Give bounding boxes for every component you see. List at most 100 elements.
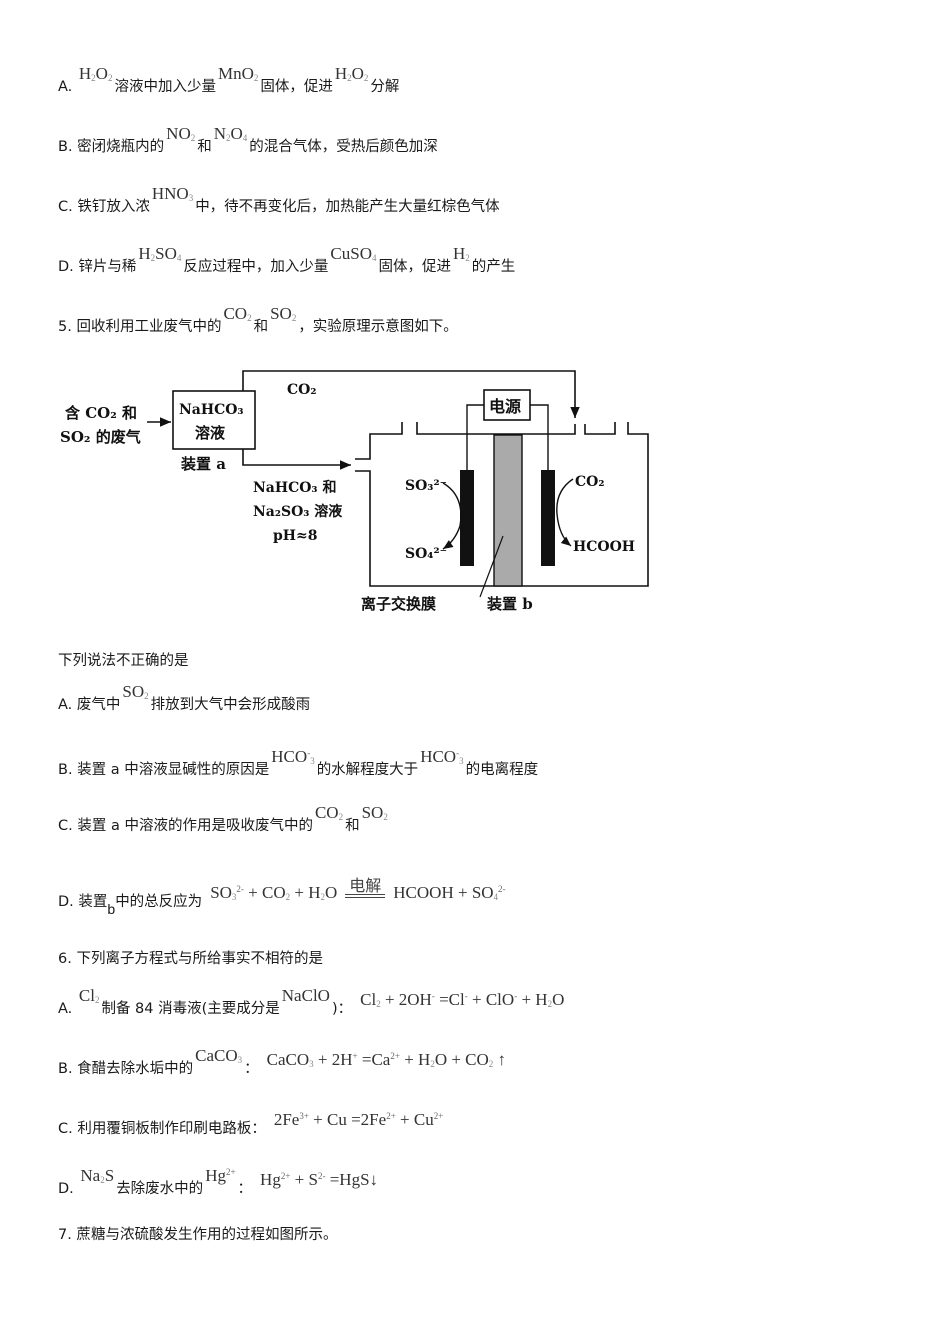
- text-segment: 固体，促进: [260, 79, 333, 95]
- ion-exchange-membrane: [493, 434, 523, 587]
- power-source-box: [483, 389, 531, 421]
- chemical-formula: CaCO3: [195, 1046, 243, 1065]
- chemical-formula: H2: [452, 244, 470, 263]
- text-segment: 装置: [78, 894, 108, 910]
- solution-label-2: Na₂SO₃ 溶液: [253, 503, 343, 520]
- text-segment: 溶液中加入少量: [114, 79, 216, 95]
- option-label: D.: [58, 894, 79, 910]
- option-label: 5.: [58, 319, 77, 335]
- text-segment: 废气中: [76, 697, 121, 713]
- q6-option-b: B. 食醋去除水垢中的CaCO3：CaCO3 + 2H+ =Ca2+ + H2O…: [58, 1046, 506, 1082]
- membrane-label: 离子交换膜: [361, 595, 436, 613]
- option-label: B.: [58, 1061, 78, 1077]
- text-segment: 装置 a 中溶液的作用是吸收废气中的: [77, 818, 313, 834]
- text-segment: 反应过程中，加入少量: [183, 259, 329, 275]
- text-segment: 分解: [370, 79, 400, 95]
- option-label: 7.: [58, 1227, 77, 1243]
- text-segment: 去除废水中的: [116, 1181, 204, 1197]
- q5-question-line: 下列说法不正确的是: [58, 650, 189, 671]
- text-segment: 和: [253, 319, 269, 335]
- device-letter: b: [107, 901, 116, 917]
- ionic-equation: CaCO3 + 2H+ =Ca2+ + H2O + CO2 ↑: [266, 1050, 507, 1069]
- right-electrode: [541, 470, 555, 566]
- option-label: C.: [58, 818, 78, 834]
- text-segment: 排放到大气中会形成酸雨: [150, 697, 311, 713]
- option-label: C.: [58, 199, 78, 215]
- ionic-equation: Cl2 + 2OH- =Cl- + ClO- + H2O: [360, 990, 565, 1009]
- text-segment: )：: [331, 1001, 353, 1017]
- text-segment: 固体，促进: [378, 259, 451, 275]
- chemical-formula: H2SO4: [138, 244, 182, 263]
- device-a-solution: NaHCO₃: [179, 402, 244, 418]
- device-b-tank: [355, 422, 649, 587]
- option-label: 6.: [58, 951, 77, 967]
- ionic-equation: SO32- + CO2 + H2O: [210, 883, 338, 902]
- chemical-formula: SO2: [122, 682, 149, 701]
- text-segment: 的混合气体，受热后颜色加深: [249, 139, 438, 155]
- chemical-formula: CO2: [314, 803, 344, 822]
- option-label: D.: [58, 259, 79, 275]
- text-segment: 的水解程度大于: [316, 762, 419, 778]
- chemical-formula: CO2: [223, 304, 252, 323]
- chemical-formula: Hg2+: [205, 1166, 236, 1185]
- text-segment: 装置 a 中溶液显碱性的原因是: [77, 762, 270, 778]
- device-a-box: [172, 390, 256, 450]
- text-segment: 蔗糖与浓硫酸发生作用的过程如图所示。: [76, 1227, 338, 1243]
- chemical-formula: HCO-3: [271, 747, 315, 766]
- input-gas-label-1: 含 CO₂ 和: [65, 404, 137, 422]
- ionic-equation: Hg2+ + S2- =HgS↓: [260, 1170, 379, 1189]
- chemical-formula: SO2: [270, 304, 297, 323]
- option-label: A.: [58, 79, 77, 95]
- q6-option-a: A. Cl2制备 84 消毒液(主要成分是NaClO)：Cl2 + 2OH- =…: [58, 986, 564, 1022]
- solution-label-3: pH≈8: [273, 528, 318, 544]
- chemical-formula: CuSO4: [330, 244, 377, 263]
- option-label: B.: [58, 762, 78, 778]
- experiment-diagram: 含 CO₂ 和 SO₂ 的废气 NaHCO₃ 溶液 装置 a CO₂ NaHCO…: [60, 370, 649, 613]
- text-segment: ：: [237, 1181, 253, 1197]
- option-label: C.: [58, 1121, 78, 1137]
- tank-lid: [416, 422, 576, 435]
- text-segment: 中，待不再变化后，加热能产生大量红棕色气体: [195, 199, 500, 215]
- chemical-formula: NaClO: [281, 986, 330, 1005]
- co2-pipe-label: CO₂: [287, 382, 316, 398]
- chemical-formula: NO2: [166, 124, 196, 143]
- option-label: B.: [58, 139, 78, 155]
- text-segment: 的电离程度: [465, 762, 539, 778]
- sulfate-label: SO₄²⁻: [405, 546, 447, 562]
- text-segment: 密闭烧瓶内的: [77, 139, 165, 155]
- q6-option-c: C. 利用覆铜板制作印刷电路板：2Fe3+ + Cu =2Fe2+ + Cu2+: [58, 1110, 443, 1139]
- solution-label-1: NaHCO₃ 和: [253, 480, 336, 496]
- q6-stem-line: 6. 下列离子方程式与所给事实不相符的是: [58, 948, 323, 969]
- q5-option-b: B. 装置 a 中溶液显碱性的原因是HCO-3的水解程度大于HCO-3的电离程度: [58, 747, 539, 783]
- q6-option-d: D. Na2S去除废水中的Hg2+： Hg2+ + S2- =HgS↓: [58, 1166, 378, 1202]
- text-segment: 制备 84 消毒液(主要成分是: [101, 1001, 280, 1017]
- sulfite-label: SO₃²⁻: [405, 478, 447, 494]
- chemical-formula: HCO-3: [420, 747, 464, 766]
- chemical-formula: Na2S: [80, 1166, 115, 1185]
- chemical-formula: N2O4: [213, 124, 248, 143]
- text-segment: 回收利用工业废气中的: [76, 319, 222, 335]
- q5-option-a: A. 废气中SO2排放到大气中会形成酸雨: [58, 682, 311, 718]
- chemical-formula: MnO2: [217, 64, 259, 83]
- chemical-formula: H2O2: [78, 64, 113, 83]
- text-segment: 锌片与稀: [78, 259, 137, 275]
- q4-option-a: A. H2O2溶液中加入少量MnO2固体，促进H2O2分解: [58, 64, 400, 100]
- q4-option-b: B. 密闭烧瓶内的NO2和N2O4的混合气体，受热后颜色加深: [58, 124, 438, 160]
- device-a-solution-2: 溶液: [195, 424, 226, 442]
- hcooh-label: HCOOH: [573, 539, 635, 555]
- ionic-equation: 2Fe3+ + Cu =2Fe2+ + Cu2+: [273, 1110, 444, 1129]
- text-segment: 和: [345, 818, 360, 834]
- chemical-formula: HNO3: [151, 184, 194, 203]
- option-label: A.: [58, 697, 77, 713]
- q5-stem-line: 5. 回收利用工业废气中的CO2和SO2，实验原理示意图如下。: [58, 304, 458, 340]
- power-source-label: 电源: [489, 397, 521, 416]
- text-segment: 下列离子方程式与所给事实不相符的是: [76, 951, 323, 967]
- q7-stem-line: 7. 蔗糖与浓硫酸发生作用的过程如图所示。: [58, 1224, 337, 1245]
- chemical-formula: H2O2: [334, 64, 369, 83]
- text-segment: 的产生: [471, 259, 516, 275]
- option-label: D.: [58, 1181, 79, 1197]
- q5-option-c: C. 装置 a 中溶液的作用是吸收废气中的CO2和SO2: [58, 803, 390, 839]
- text-segment: ：: [244, 1061, 259, 1077]
- ionic-equation: HCOOH + SO42-: [393, 883, 506, 902]
